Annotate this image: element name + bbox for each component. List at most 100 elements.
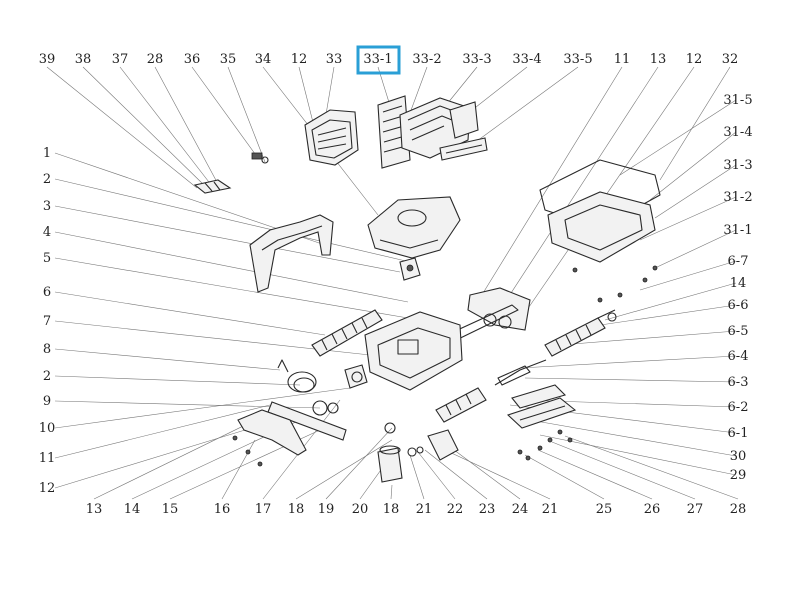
part-body-cover xyxy=(367,196,461,259)
part-motor xyxy=(377,422,403,483)
leader-line-left-12 xyxy=(54,429,246,489)
part-label-bottom-3: 16 xyxy=(214,502,231,517)
part-label-top-8: 33 xyxy=(326,52,343,67)
part-side-track-right xyxy=(439,287,531,346)
part-label-top-3: 28 xyxy=(147,52,164,67)
leader-line-right-6 xyxy=(604,282,737,321)
part-label-right-9: 6-4 xyxy=(728,349,749,364)
leader-line-right-10 xyxy=(524,377,737,383)
part-brush-roller-bottom xyxy=(435,365,531,423)
part-label-left-1: 2 xyxy=(43,172,51,187)
leader-line-top-5 xyxy=(227,66,266,163)
part-label-right-8: 6-5 xyxy=(728,324,749,339)
part-label-top-12: 33-4 xyxy=(512,52,541,67)
part-label-right-11: 6-2 xyxy=(728,400,749,415)
part-label-left-10: 10 xyxy=(39,421,56,436)
part-label-bottom-6: 19 xyxy=(318,502,335,517)
leader-line-right-2 xyxy=(654,164,737,219)
leader-line-bottom-11 xyxy=(424,449,488,500)
leader-line-right-14 xyxy=(539,434,737,476)
leader-line-top-1 xyxy=(82,66,206,187)
leader-line-bottom-17 xyxy=(564,435,739,500)
leader-line-bottom-15 xyxy=(537,449,653,500)
part-label-top-17: 32 xyxy=(722,52,739,67)
leader-line-top-3 xyxy=(154,66,219,185)
part-cable-coil xyxy=(277,359,317,393)
part-label-right-3: 31-2 xyxy=(723,190,752,205)
leader-line-right-5 xyxy=(639,260,737,291)
leader-line-right-1 xyxy=(649,131,737,201)
part-label-top-16: 12 xyxy=(686,52,703,67)
part-label-right-0: 31-5 xyxy=(723,93,752,108)
part-label-left-6: 7 xyxy=(43,314,51,329)
part-label-left-0: 1 xyxy=(43,146,51,161)
leader-line-right-8 xyxy=(559,330,737,346)
part-side-track-left xyxy=(267,400,347,441)
part-label-left-11: 11 xyxy=(39,451,56,466)
leader-line-bottom-14 xyxy=(524,454,605,500)
part-label-bottom-1: 14 xyxy=(124,502,141,517)
part-label-bottom-11: 23 xyxy=(479,502,496,517)
part-impeller xyxy=(399,257,421,281)
part-label-bottom-0: 13 xyxy=(86,502,103,517)
part-gear-plate xyxy=(344,364,368,389)
part-label-top-13: 33-5 xyxy=(563,52,592,67)
part-label-right-4: 31-1 xyxy=(723,223,752,238)
part-label-top-10: 33-2 xyxy=(412,52,441,67)
part-label-top-0: 39 xyxy=(39,52,56,67)
part-bottom-filter xyxy=(506,384,577,429)
part-label-right-12: 6-1 xyxy=(728,426,749,441)
part-label-right-14: 29 xyxy=(730,468,747,483)
part-label-top-6: 34 xyxy=(255,52,272,67)
leader-line-right-4 xyxy=(654,229,737,269)
part-brush-roller-left xyxy=(311,309,383,357)
part-label-top-15: 13 xyxy=(650,52,667,67)
part-label-top-7: 12 xyxy=(291,52,308,67)
leader-line-top-14 xyxy=(479,66,623,299)
part-label-left-7: 8 xyxy=(43,342,51,357)
part-label-bottom-14: 25 xyxy=(596,502,613,517)
part-label-top-2: 37 xyxy=(112,52,129,67)
part-label-left-8: 2 xyxy=(43,369,51,384)
part-label-right-6: 14 xyxy=(730,276,747,291)
part-label-bottom-5: 18 xyxy=(288,502,305,517)
part-label-right-7: 6-6 xyxy=(728,298,749,313)
part-handle xyxy=(249,214,334,293)
part-label-left-9: 9 xyxy=(43,394,51,409)
part-label-top-5: 35 xyxy=(220,52,237,67)
leader-line-top-13 xyxy=(461,66,579,153)
leader-line-left-10 xyxy=(54,387,351,429)
part-label-bottom-12: 24 xyxy=(512,502,529,517)
leader-line-right-3 xyxy=(639,196,737,241)
part-label-top-1: 38 xyxy=(75,52,92,67)
part-label-right-10: 6-3 xyxy=(728,375,749,390)
part-label-bottom-10: 22 xyxy=(447,502,464,517)
part-label-bottom-7: 20 xyxy=(352,502,369,517)
leader-line-left-4 xyxy=(54,257,409,319)
parts-drawing xyxy=(193,95,661,483)
part-chassis xyxy=(364,311,463,391)
leader-line-left-2 xyxy=(54,205,401,273)
part-label-left-2: 3 xyxy=(43,199,51,214)
part-label-top-4: 36 xyxy=(184,52,201,67)
part-label-top-14: 11 xyxy=(614,52,631,67)
leader-line-top-4 xyxy=(191,66,259,159)
leader-line-left-8 xyxy=(54,375,301,386)
part-label-right-13: 30 xyxy=(730,449,747,464)
leader-line-bottom-9 xyxy=(409,454,425,500)
part-side-plate xyxy=(237,409,307,456)
part-label-bottom-4: 17 xyxy=(255,502,272,517)
leader-line-bottom-3 xyxy=(221,439,256,500)
part-label-bottom-2: 15 xyxy=(162,502,179,517)
leader-line-bottom-8 xyxy=(390,484,393,500)
leader-line-left-1 xyxy=(54,178,411,263)
part-label-left-12: 12 xyxy=(39,481,56,496)
leader-line-left-11 xyxy=(54,404,271,459)
leader-line-bottom-5 xyxy=(295,439,393,500)
part-label-left-3: 4 xyxy=(43,225,51,240)
leader-line-bottom-16 xyxy=(551,441,696,500)
leader-line-bottom-10 xyxy=(417,451,456,500)
leader-line-left-3 xyxy=(54,231,409,303)
